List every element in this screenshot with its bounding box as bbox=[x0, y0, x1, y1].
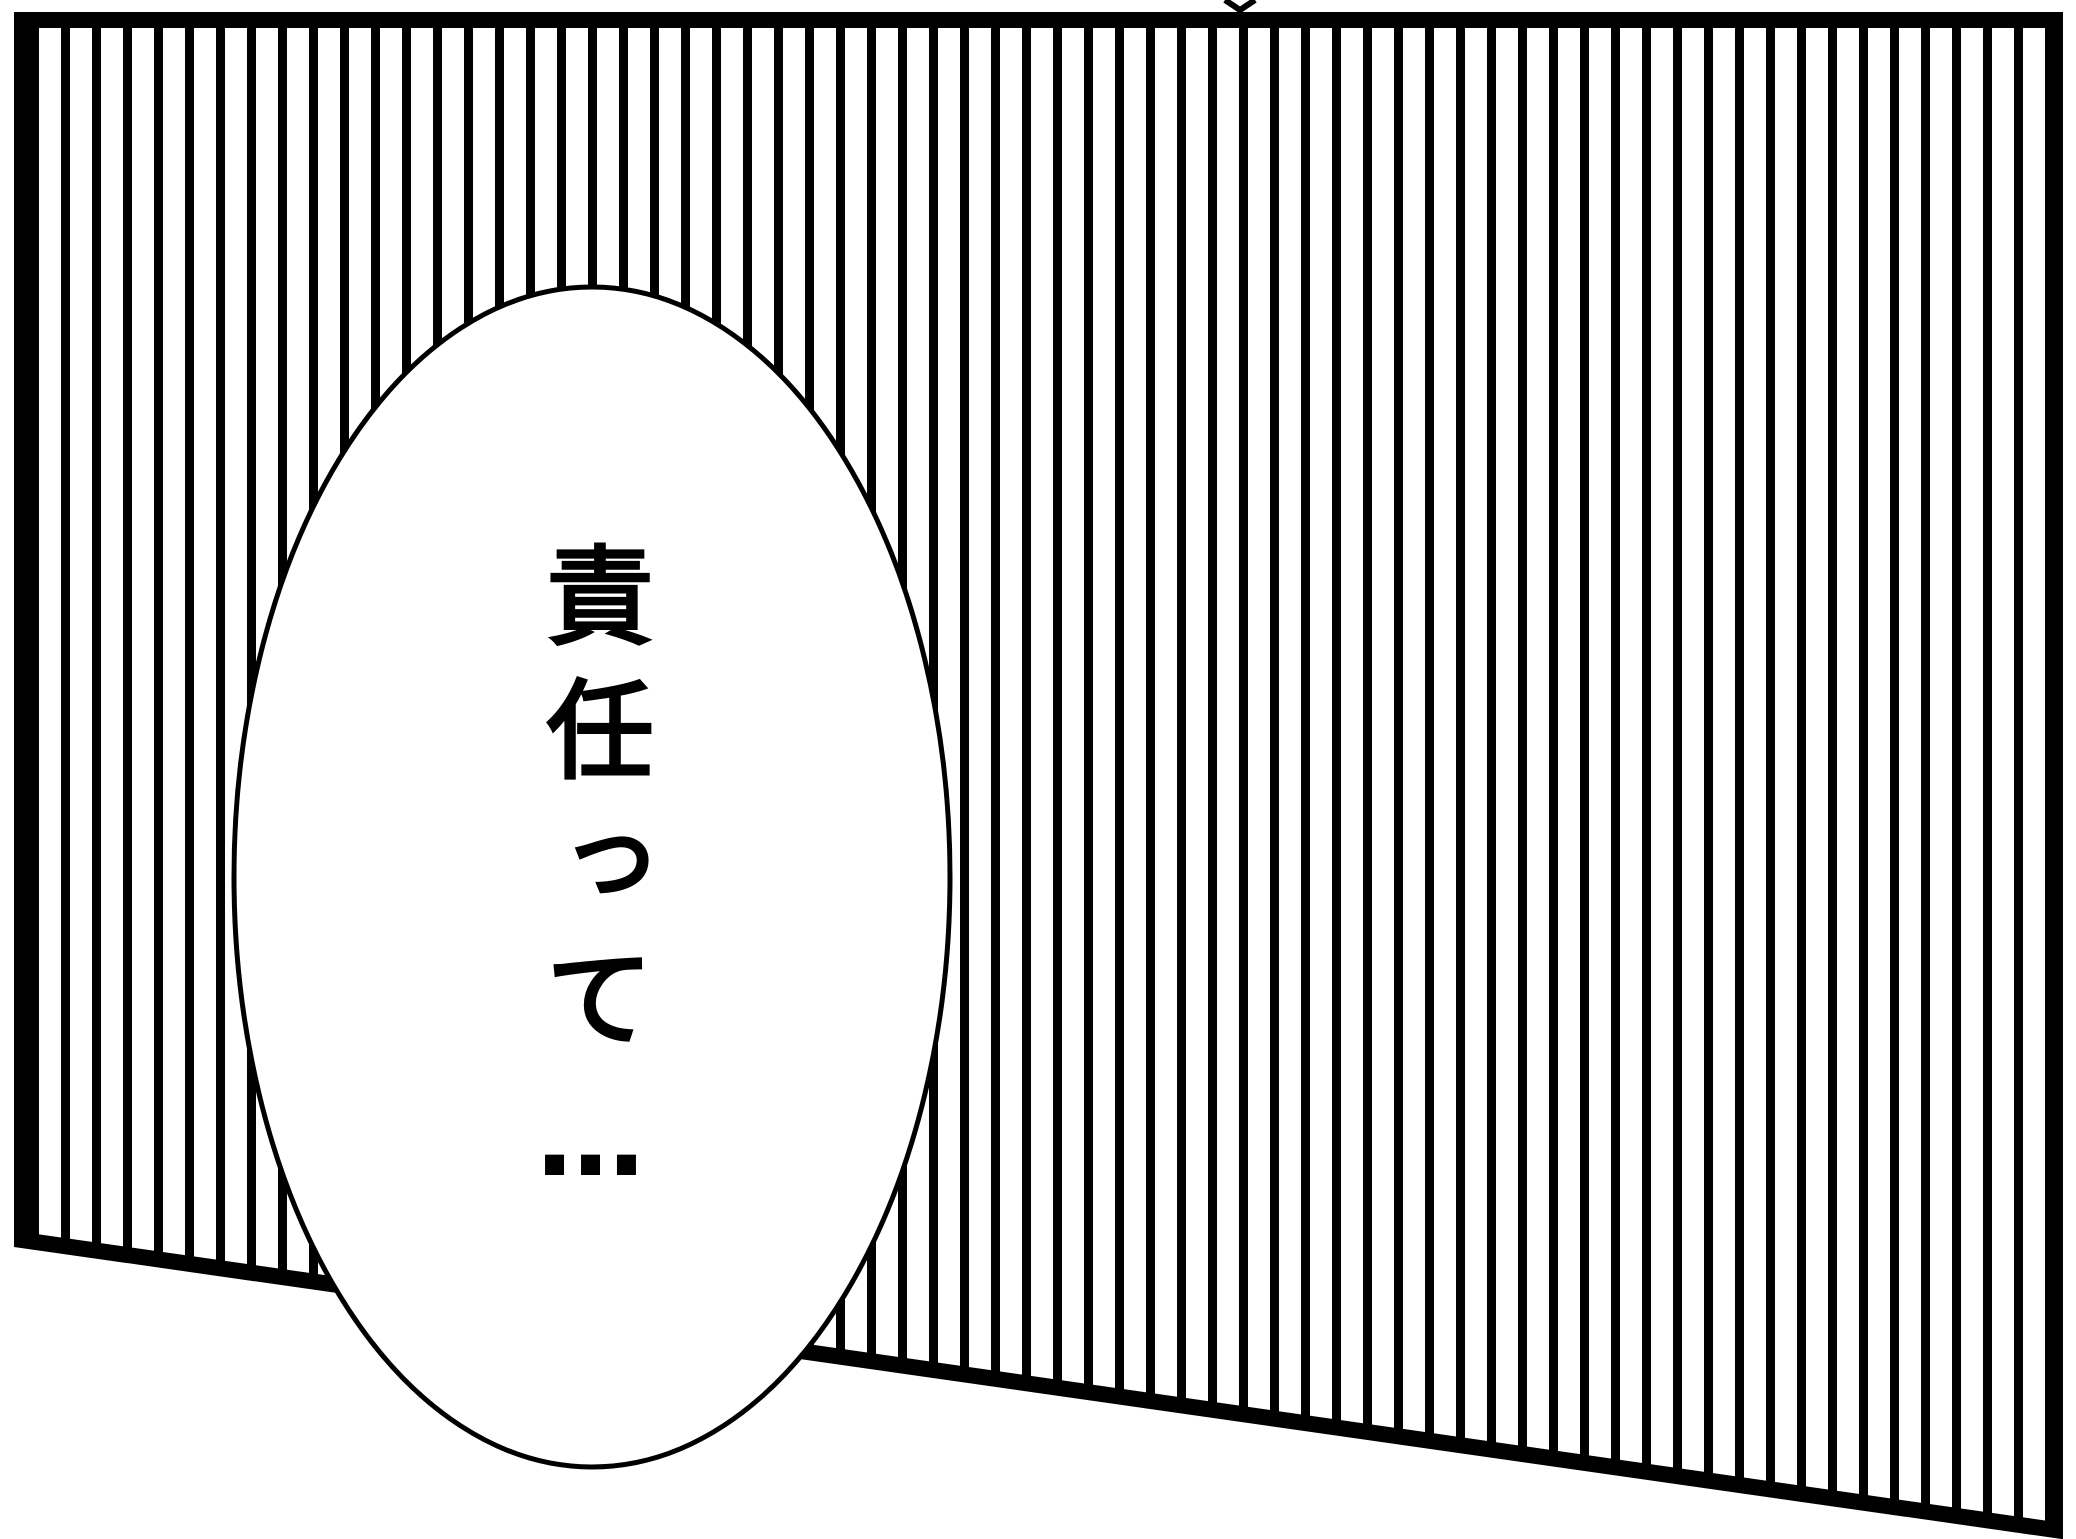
stripe bbox=[1983, 20, 1992, 1530]
stripe bbox=[991, 20, 1000, 1530]
stripe bbox=[1797, 20, 1806, 1530]
stripe bbox=[1363, 20, 1372, 1530]
stripe bbox=[1053, 20, 1062, 1530]
stripe bbox=[1456, 20, 1465, 1530]
stripe bbox=[30, 20, 39, 1530]
stripe bbox=[1549, 20, 1558, 1530]
speech-bubble bbox=[231, 284, 953, 1470]
stripe bbox=[123, 20, 132, 1530]
stripe bbox=[1301, 20, 1310, 1530]
stripe bbox=[61, 20, 70, 1530]
stripe bbox=[1239, 20, 1248, 1530]
stripe bbox=[1921, 20, 1930, 1530]
stripe bbox=[216, 20, 225, 1530]
speech-bubble-text: 責任って… bbox=[528, 540, 653, 1227]
stripe bbox=[1394, 20, 1403, 1530]
stripe bbox=[1115, 20, 1124, 1530]
stripe bbox=[1177, 20, 1186, 1530]
stripe bbox=[1642, 20, 1651, 1530]
stripe bbox=[1735, 20, 1744, 1530]
stripe bbox=[1673, 20, 1682, 1530]
stripe bbox=[1332, 20, 1341, 1530]
stripe bbox=[1611, 20, 1620, 1530]
stripe bbox=[1952, 20, 1961, 1530]
stripe bbox=[1859, 20, 1868, 1530]
stripe bbox=[1704, 20, 1713, 1530]
stripe bbox=[1084, 20, 1093, 1530]
stripe bbox=[1766, 20, 1775, 1530]
stripe bbox=[1146, 20, 1155, 1530]
stripe bbox=[2014, 20, 2023, 1530]
stripe bbox=[154, 20, 163, 1530]
stripe bbox=[1425, 20, 1434, 1530]
stripe bbox=[1270, 20, 1279, 1530]
stripe bbox=[185, 20, 194, 1530]
stripe bbox=[1828, 20, 1837, 1530]
stripe bbox=[1022, 20, 1031, 1530]
panel-border bbox=[14, 12, 2063, 1539]
stripe bbox=[1890, 20, 1899, 1530]
top-edge-mark bbox=[1223, 0, 1257, 14]
stripe bbox=[960, 20, 969, 1530]
stripe bbox=[1580, 20, 1589, 1530]
stripe bbox=[92, 20, 101, 1530]
stripe bbox=[1487, 20, 1496, 1530]
stripe bbox=[1518, 20, 1527, 1530]
stripe bbox=[1208, 20, 1217, 1530]
